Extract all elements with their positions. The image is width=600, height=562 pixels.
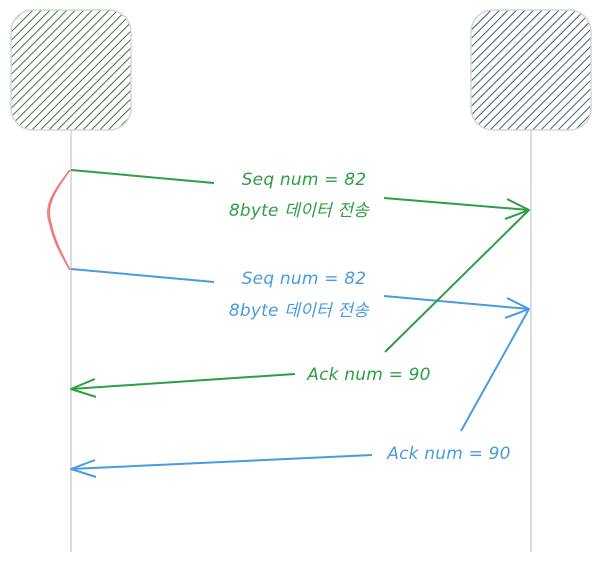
ack-arrow-2-end [70, 454, 373, 470]
ack-arrow-2-start [460, 308, 530, 432]
right-participant [470, 9, 592, 131]
seq-label-2-line1: Seq num = 82 [242, 269, 367, 289]
seq-label-1-line2: 8byte 데이터 전송 [229, 201, 370, 221]
ack-arrow-1-end [70, 373, 296, 390]
ack-message-1: Ack num = 90 [70, 209, 530, 398]
ack-label-2: Ack num = 90 [386, 444, 510, 464]
seq-label-1-line1: Seq num = 82 [242, 170, 367, 190]
ack-message-2: Ack num = 90 [70, 308, 530, 478]
ack-arrow-1-head [70, 378, 97, 398]
ack-label-1: Ack num = 90 [306, 365, 430, 385]
seq-arrow-1-end [383, 197, 530, 211]
seq-message-2: Seq num = 82 8byte 데이터 전송 [70, 268, 530, 321]
left-participant [10, 9, 132, 131]
seq-arrow-2-start [70, 268, 215, 283]
seq-arrow-1-start [70, 169, 215, 184]
seq-label-2-line2: 8byte 데이터 전송 [229, 301, 370, 321]
send-bracket-inner [47, 172, 70, 269]
seq-arrow-2-end [383, 295, 530, 310]
seq-message-1: Seq num = 82 8byte 데이터 전송 [70, 169, 530, 221]
ack-arrow-2-head [70, 459, 97, 478]
send-bracket [48, 169, 71, 271]
ack-arrow-1-start [384, 209, 530, 353]
